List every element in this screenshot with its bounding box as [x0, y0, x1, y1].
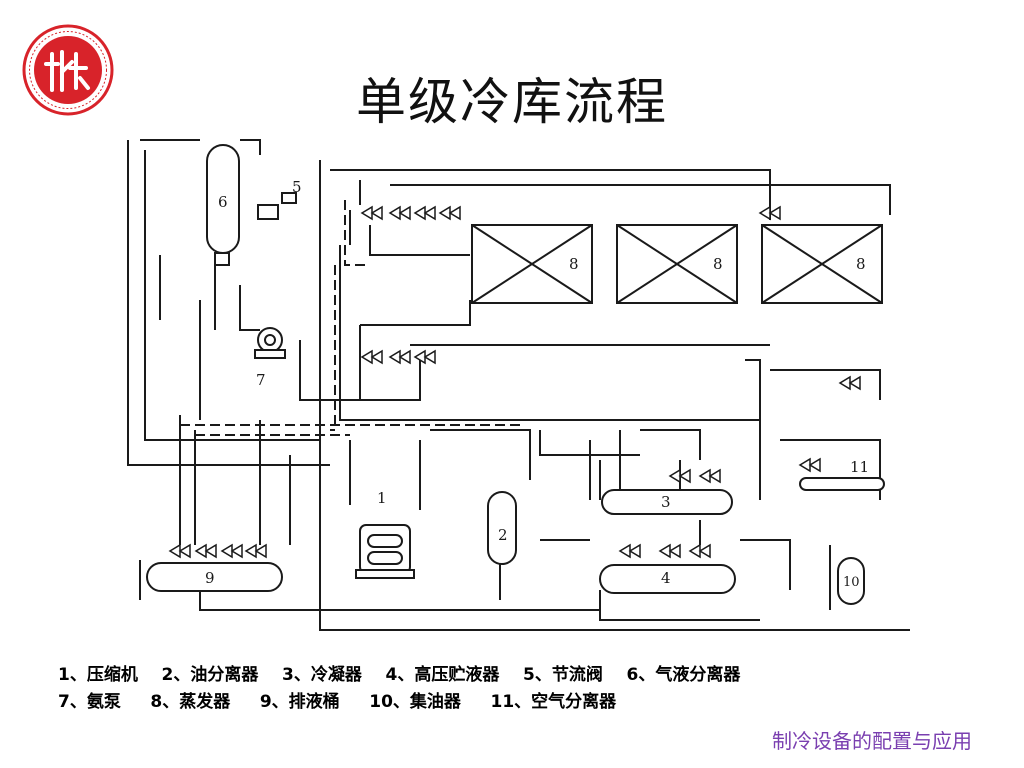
label-air-separator: 11	[850, 458, 869, 476]
label-evaporator-2: 8	[713, 255, 723, 273]
label-gas-liquid-separator: 6	[218, 193, 228, 211]
legend-line-2: 7、氨泵 8、蒸发器 9、排液桶 10、集油器 11、空气分离器	[58, 692, 617, 712]
label-evaporator-1: 8	[569, 255, 579, 273]
label-condenser: 3	[661, 493, 671, 511]
label-ammonia-pump: 7	[256, 371, 266, 389]
label-receiver: 4	[661, 569, 671, 587]
refrigeration-flow-diagram: 1 2 3 4 5 6 7 8 8 8 9 10 11	[127, 139, 910, 631]
label-evaporator-3: 8	[856, 255, 866, 273]
label-drain-tank: 9	[205, 569, 215, 587]
label-throttle-valve: 5	[292, 178, 302, 196]
label-oil-separator: 2	[498, 526, 508, 544]
page-title: 单级冷库流程	[356, 73, 668, 131]
university-seal-icon	[22, 24, 114, 116]
legend-line-1: 1、压缩机 2、油分离器 3、冷凝器 4、高压贮液器 5、节流阀 6、气液分离器	[58, 665, 741, 685]
label-oil-collector: 10	[843, 575, 860, 590]
footer-caption: 制冷设备的配置与应用	[772, 729, 972, 753]
label-compressor: 1	[377, 489, 387, 507]
